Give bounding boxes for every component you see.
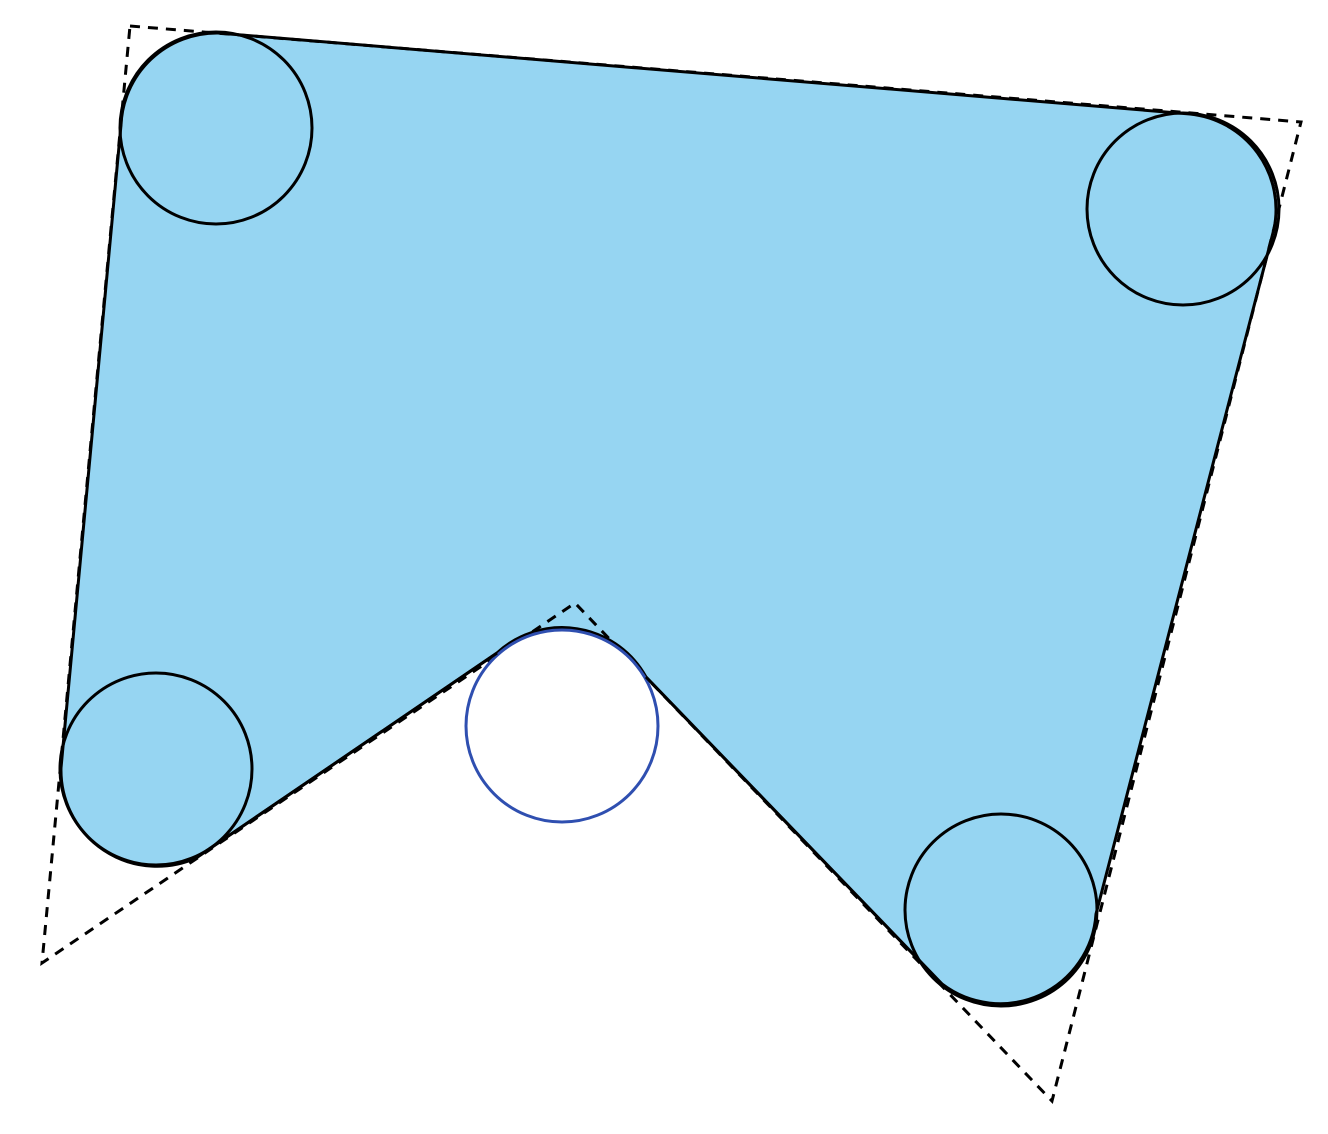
corner-circle-bottom-left [58, 671, 254, 867]
corner-circle-top-left [118, 30, 314, 226]
corner-circle-bottom-right [903, 812, 1099, 1008]
notch-circle [464, 628, 660, 824]
notch-edge-right [644, 675, 944, 986]
rounded-shape [59, 31, 1278, 1006]
notch-edge-left [195, 651, 498, 860]
corner-circle-top-right [1085, 111, 1281, 307]
